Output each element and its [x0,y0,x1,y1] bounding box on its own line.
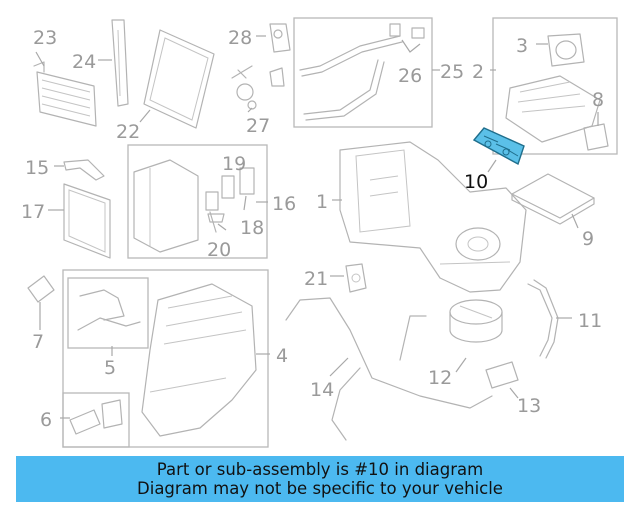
parts-diagram: 23 24 22 28 27 26 25 2 3 8 15 19 17 16 1… [21,17,618,448]
callout-5: 5 [104,357,116,379]
part-28-valve [269,23,291,53]
banner-line-1: Part or sub-assembly is #10 in diagram [156,460,484,479]
callout-24: 24 [72,51,96,73]
group-box-evaporator-housing [62,269,269,448]
part-27-hardware [231,65,285,110]
part-23-heater-core [33,61,97,127]
callout-16: 16 [272,193,296,215]
part-14-harness [285,297,493,441]
part-13-resistor [485,361,519,389]
callout-19: 19 [222,153,246,175]
callout-13: 13 [517,395,541,417]
group-box-harness-5 [67,277,149,349]
callout-17: 17 [21,201,45,223]
callout-1: 1 [316,191,328,213]
callout-18: 18 [240,217,264,239]
callout-8: 8 [592,89,604,111]
part-22-evaporator [143,29,215,129]
part-5-harness [77,289,141,331]
part-20-screw [207,213,225,223]
part-1-hvac-housing [339,141,527,293]
callout-11: 11 [578,310,602,332]
part-15-clip [63,159,105,181]
callout-4: 4 [276,345,288,367]
part-4-evap-housing [141,283,257,437]
part-21-grommet [345,263,367,293]
part-6-valve [69,399,123,435]
callout-27: 27 [246,115,270,137]
callout-10: 10 [464,171,488,193]
group-box-valve-6 [62,392,130,448]
part-10-highlighted[interactable] [472,127,525,166]
part-9-cabin-filter [511,173,595,225]
part-25-ac-lines [299,23,425,121]
callout-9: 9 [582,228,594,250]
callout-20: 20 [207,239,231,261]
part-24-bracket [111,19,129,107]
callout-23: 23 [33,27,57,49]
group-box-ac-lines [293,17,433,128]
callout-3: 3 [516,35,528,57]
banner-line-2: Diagram may not be specific to your vehi… [137,479,503,498]
callout-26: 26 [398,65,422,87]
callout-12: 12 [428,367,452,389]
callout-28: 28 [228,27,252,49]
callout-22: 22 [116,121,140,143]
leader-lines [35,35,599,419]
part-7-clip [27,275,55,303]
callout-15: 15 [25,157,49,179]
part-11-hose [527,279,559,359]
callout-7: 7 [32,331,44,353]
part-2-hvac-upper [505,33,609,151]
group-box-hvac-case [492,17,618,155]
part-17-frame [63,183,111,259]
callout-14: 14 [310,379,334,401]
callout-6: 6 [40,409,52,431]
part-12-blower-motor [449,299,503,343]
callout-25: 25 [440,61,464,83]
info-banner: Part or sub-assembly is #10 in diagram D… [16,456,624,502]
callout-2: 2 [472,61,484,83]
callout-21: 21 [304,268,328,290]
